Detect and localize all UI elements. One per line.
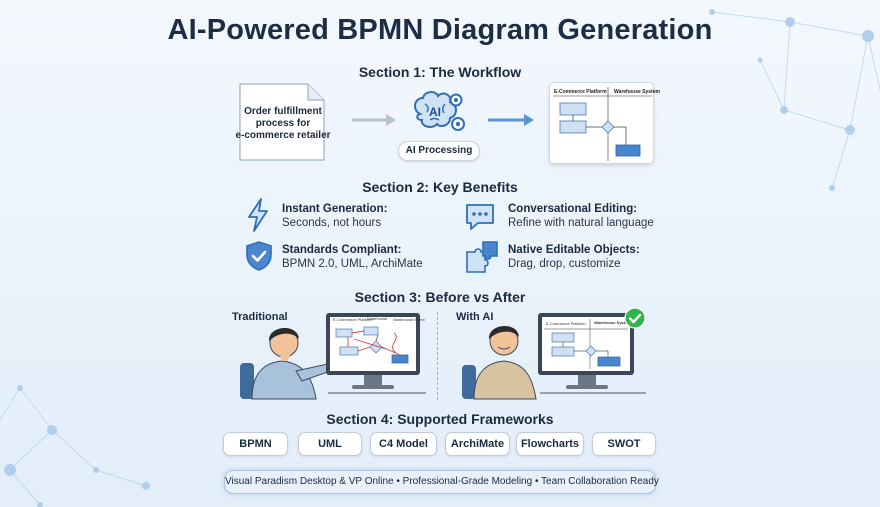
bpmn-flow-shapes [553,87,652,161]
arrow-right-blue-icon [488,114,534,126]
framework-chip-c4-model: C4 Model [370,432,437,456]
benefit-title-conversational: Conversational Editing: [508,203,638,215]
shield-check-icon [246,241,272,271]
ai-brain-gear-icon: AI [414,91,465,131]
traditional-screen-label-3: Warehouse Event [393,317,425,322]
traditional-screen-label-1: E-Commerce Platform [333,317,373,322]
puzzle-icon [466,241,498,273]
page-title: AI-Powered BPMN Diagram Generation [167,14,713,46]
lane-label-left: E-Commerce Platform [554,89,607,95]
with-ai-screen-label-1: E-Commerce Platform [546,321,586,326]
lightning-icon [248,198,268,232]
section3-divider [437,312,438,400]
section2-heading: Section 2: Key Benefits [362,179,518,195]
benefit-desc-standards: BPMN 2.0, UML, ArchiMate [282,258,423,270]
benefit-desc-conversational: Refine with natural language [508,217,654,229]
lane-label-right: Warehouse System [614,89,660,95]
traditional-person-illustration [240,313,426,400]
ai-processing-badge: AI Processing [398,141,480,161]
benefit-title-standards: Standards Compliant: [282,244,402,256]
traditional-label: Traditional [232,311,288,323]
benefit-title-instant: Instant Generation: [282,203,388,215]
section4-heading: Section 4: Supported Frameworks [326,411,554,427]
traditional-screen-label-2: Warehouse [367,316,388,321]
benefit-desc-instant: Seconds, not hours [282,217,382,229]
framework-chip-flowcharts: Flowcharts [516,432,584,456]
document-icon [239,83,325,161]
section3-heading: Section 3: Before vs After [354,289,526,305]
workflow-input-text: Order fulfillment process for e-commerce… [235,106,331,141]
with-ai-label: With AI [456,311,494,323]
section1-heading: Section 1: The Workflow [358,64,522,80]
arrow-right-icon [352,114,396,126]
footer-banner: Visual Paradism Desktop & VP Online • Pr… [224,470,659,494]
framework-chip-swot: SWOT [592,432,656,456]
chat-bubble-icon [466,204,494,230]
with-ai-screen-label-2: Warehouse System [594,320,631,325]
benefit-desc-native: Drag, drop, customize [508,258,621,270]
framework-chip-uml: UML [298,432,362,456]
bpmn-output-diagram: E-Commerce Platform Warehouse System [549,82,660,164]
framework-chip-bpmn: BPMN [223,432,288,456]
benefit-title-native: Native Editable Objects: [508,244,640,256]
ai-label: AI [429,105,441,119]
framework-chip-archimate: ArchiMate [445,432,510,456]
success-check-icon [624,307,646,329]
with-ai-person-illustration [462,313,646,400]
